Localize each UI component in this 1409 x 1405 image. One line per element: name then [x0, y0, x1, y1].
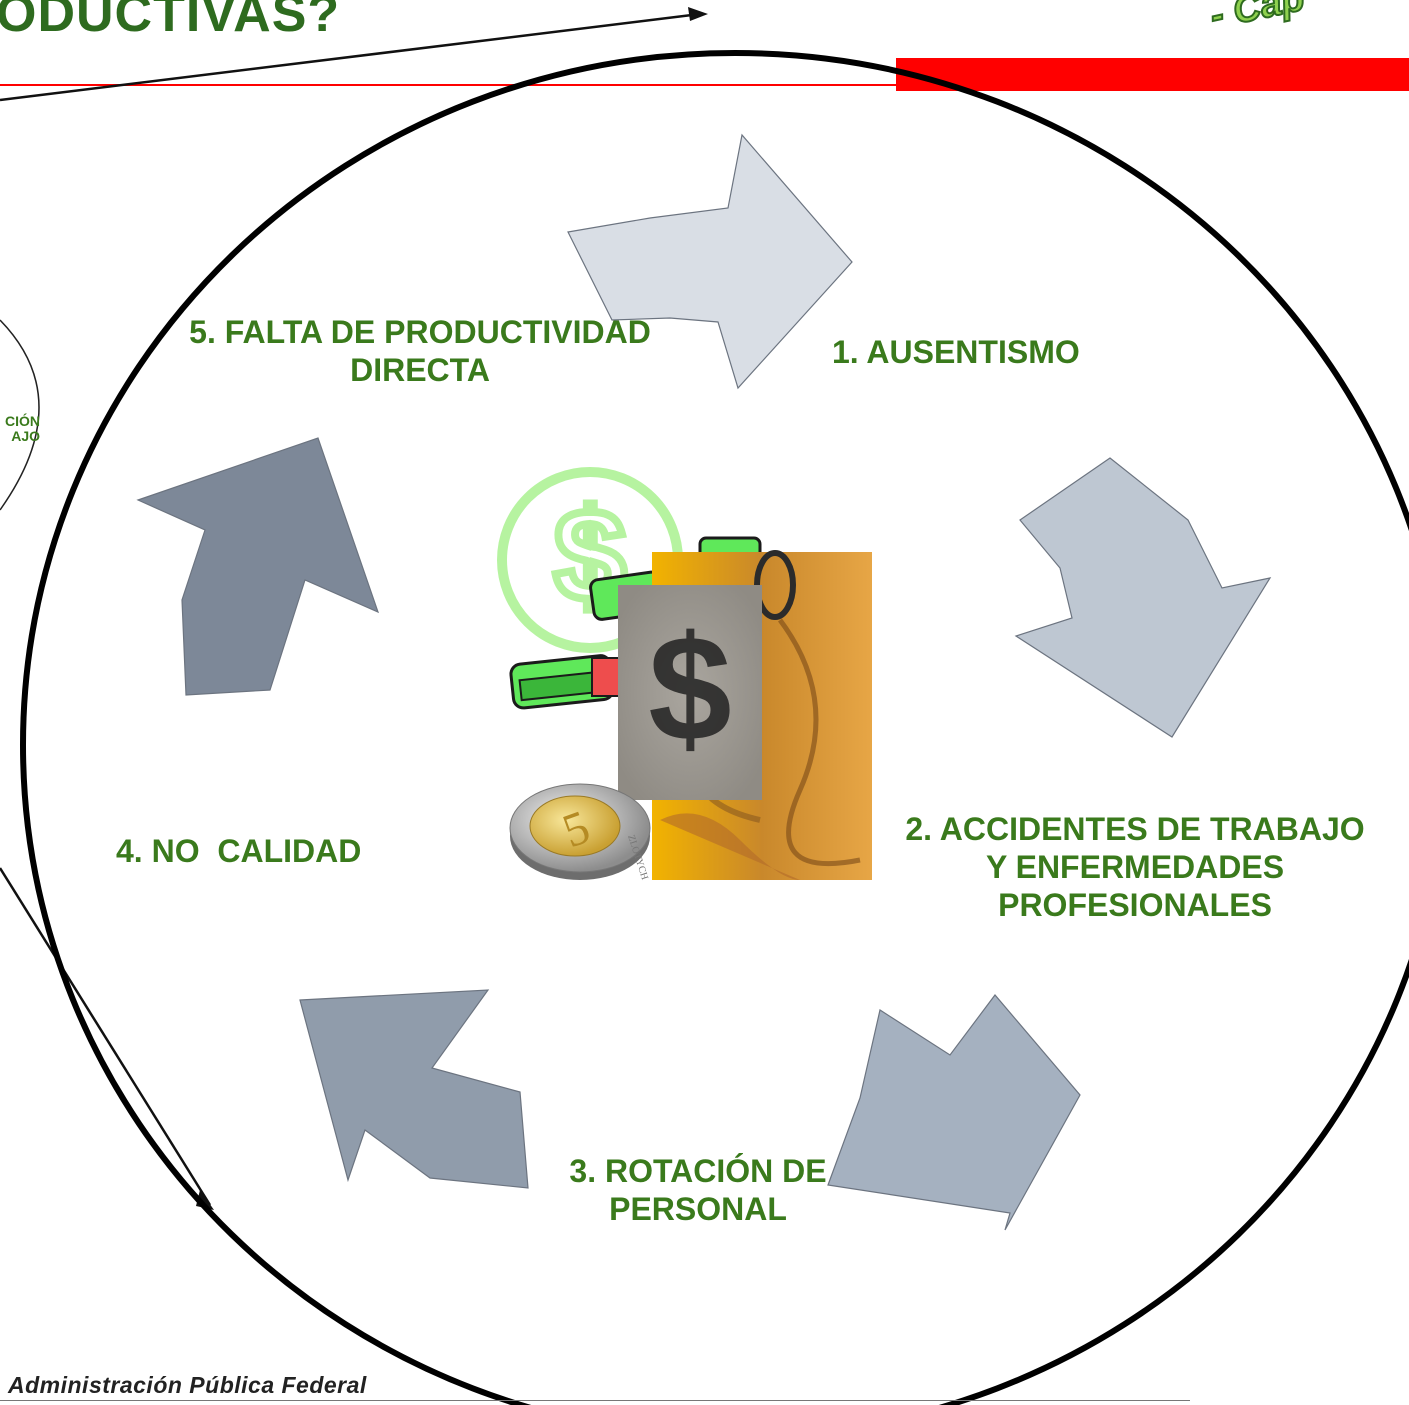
footer-rule	[0, 1400, 1190, 1401]
step-label-ausentismo: 1. AUSENTISMO	[832, 334, 1080, 370]
step-label-rotacion: 3. ROTACIÓN DE PERSONAL	[569, 1153, 827, 1227]
cycle-arrow-1	[567, 133, 853, 390]
page-title: ODUCTIVAS?	[0, 0, 341, 43]
cycle-arrow-2	[1014, 457, 1272, 738]
connector-line-bottom	[0, 867, 212, 1206]
step-label-falta-productividad: 5. FALTA DE PRODUCTIVIDAD DIRECTA	[189, 314, 651, 388]
step-label-no-calidad: 4. NO CALIDAD	[116, 833, 362, 869]
footer-text: Administración Pública Federal	[8, 1372, 367, 1398]
cycle-arrow-4	[299, 989, 529, 1189]
header-accent-bar	[896, 58, 1409, 91]
step-label-accidentes: 2. ACCIDENTES DE TRABAJO Y ENFERMEDADES …	[905, 811, 1365, 923]
money-clipart: $ $ 5 ZLOTYCH	[497, 467, 872, 881]
cycle-arrow-5	[136, 437, 380, 696]
left-partial-circle	[0, 319, 40, 511]
cycle-arrow-3	[827, 994, 1081, 1231]
side-fragment-label: CIÓN AJO	[5, 413, 40, 444]
dollar-sign-icon: $	[618, 585, 762, 800]
center-dollar-sign: $	[648, 604, 731, 772]
header-rule	[0, 84, 900, 86]
connector-arrowhead-top	[688, 7, 708, 21]
outer-circle	[20, 50, 1409, 1405]
coin-icon: 5 ZLOTYCH	[509, 783, 651, 881]
connector-line-top	[0, 12, 701, 102]
